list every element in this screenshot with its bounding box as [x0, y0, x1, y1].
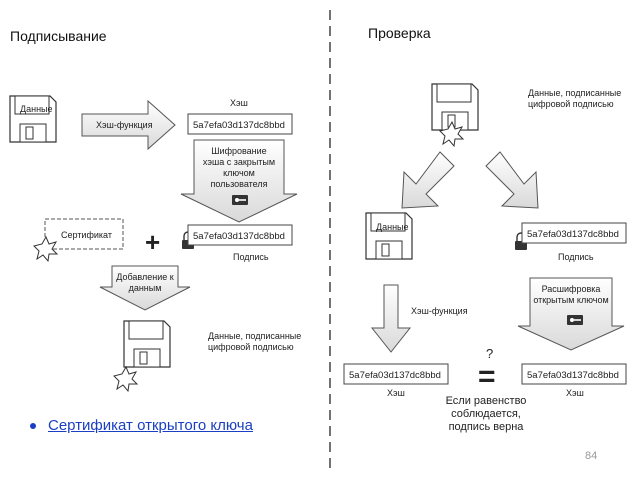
plus-sign: +: [145, 227, 160, 257]
verification-title: Проверка: [368, 25, 431, 41]
bullet-text: Сертификат открытого ключа: [48, 417, 253, 434]
result-line-2: соблюдается,: [451, 408, 521, 420]
decrypt-line-1: Расшифровка: [542, 284, 601, 294]
add-to-data-arrow: [99, 265, 191, 311]
data-label: Данные: [20, 104, 53, 114]
signing-title: Подписывание: [10, 28, 107, 44]
split-arrow-left: [401, 151, 455, 209]
signed-line-1: Данные, подписанные: [208, 331, 301, 341]
split-arrow-right: [485, 151, 539, 209]
hash-function-arrow: [81, 99, 176, 151]
signed-data-floppy: [123, 320, 171, 368]
verify-right-hash-value: 5a7efa03d137dc8bbd: [527, 370, 619, 381]
verify-signed-line-2: цифровой подписью: [528, 99, 614, 109]
encrypt-line-3: ключом: [223, 168, 255, 178]
verify-signed-line-1: Данные, подписанные: [528, 88, 621, 98]
verify-right-hash-caption: Хэш: [566, 388, 584, 398]
verify-signature-value: 5a7efa03d137dc8bbd: [527, 229, 619, 240]
hash-value: 5a7efa03d137dc8bbd: [193, 120, 285, 131]
signature-value: 5a7efa03d137dc8bbd: [193, 231, 285, 242]
verify-hash-function-arrow: [370, 284, 412, 353]
signed-data-seal-icon: [113, 366, 138, 392]
signed-line-2: цифровой подписью: [208, 342, 294, 352]
certificate-box: [44, 218, 124, 250]
verify-data-label: Данные: [376, 222, 409, 232]
page-number: 84: [585, 450, 598, 462]
encrypt-line-2: хэша с закрытым: [203, 157, 275, 167]
public-key-certificate-link[interactable]: Сертификат открытого ключа: [32, 417, 253, 434]
result-line-1: Если равенство: [446, 395, 527, 407]
add-line-1: Добавление к: [116, 272, 173, 282]
verify-left-hash-value: 5a7efa03d137dc8bbd: [349, 370, 441, 381]
encrypt-line-4: пользователя: [211, 179, 268, 189]
signature-box: [187, 224, 293, 246]
hash-function-label: Хэш-функция: [96, 120, 153, 130]
bullet-dot: [30, 423, 36, 429]
verify-signed-floppy: [431, 83, 479, 131]
hash-caption: Хэш: [230, 98, 248, 108]
equals-sign: =: [478, 360, 496, 393]
verify-left-hash-box: [343, 363, 449, 385]
encrypt-line-1: Шифрование: [211, 146, 266, 156]
verify-left-hash-caption: Хэш: [387, 388, 405, 398]
result-line-3: подпись верна: [449, 421, 525, 433]
verify-right-hash-box: [521, 363, 627, 385]
signature-caption: Подпись: [233, 252, 269, 262]
decrypt-line-2: открытым ключом: [533, 295, 608, 305]
hash-box: [187, 113, 293, 135]
data-floppy: [9, 95, 57, 143]
verify-data-floppy: [365, 212, 413, 260]
public-key-icon: [567, 315, 583, 325]
decrypt-arrow: [517, 277, 625, 351]
verify-signature-caption: Подпись: [558, 252, 594, 262]
add-line-2: данным: [129, 283, 162, 293]
certificate-label: Сертификат: [61, 230, 112, 240]
verify-signature-box: [521, 222, 627, 244]
question-mark: ?: [486, 346, 493, 361]
verify-hash-function-label: Хэш-функция: [411, 306, 468, 316]
encrypt-arrow: [180, 139, 298, 223]
private-key-icon: [232, 195, 248, 205]
